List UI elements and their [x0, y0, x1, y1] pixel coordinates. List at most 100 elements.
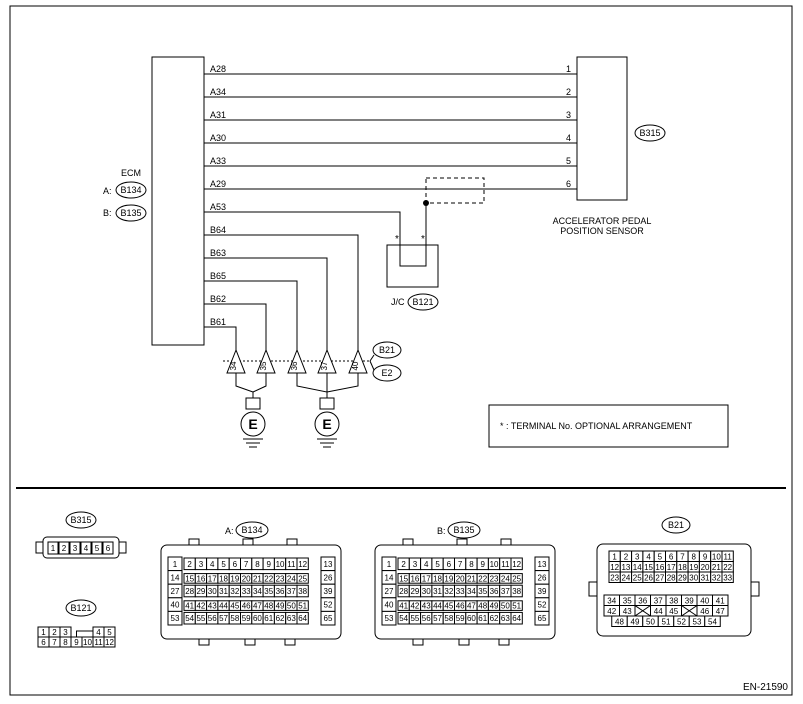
pin-number: 31 [433, 587, 442, 596]
b121-name: B121 [70, 603, 91, 613]
pin-number: 45 [444, 602, 453, 611]
pin-number: 56 [422, 614, 431, 623]
ground-pin: 35 [259, 361, 268, 370]
pin-cell [102, 541, 114, 555]
b315-latch-left [35, 541, 44, 554]
ground-symbol-2 [314, 411, 340, 437]
pin-cell [80, 541, 92, 555]
pin-number: 20 [456, 574, 465, 583]
ground-lead-3 [296, 373, 328, 398]
connector-tab [458, 638, 470, 646]
ecm-conn-a-oval [115, 181, 147, 199]
pin-number: 30 [689, 573, 698, 582]
pin-number: 5 [435, 560, 440, 569]
pin-number: 18 [219, 574, 228, 583]
pin-number: 51 [512, 602, 521, 611]
b21-name-oval [661, 516, 691, 534]
pin-number: 42 [410, 602, 419, 611]
pin-number: 51 [298, 602, 307, 611]
pin-number: 27 [655, 573, 664, 582]
pin-number: 14 [385, 573, 394, 582]
pin-number: 43 [422, 602, 431, 611]
ground-pin: 34 [229, 361, 238, 370]
pin-number: 19 [230, 574, 239, 583]
jc-conn-oval [407, 293, 439, 311]
pin-number: 60 [253, 614, 262, 623]
pin-number: 30 [422, 587, 431, 596]
pin-number: 39 [324, 587, 333, 596]
pin-number: 12 [512, 560, 521, 569]
wire-b64 [204, 234, 359, 350]
figure-id: EN-21590 [743, 682, 788, 693]
pin-number: 59 [242, 614, 251, 623]
pin-number: 65 [324, 614, 333, 623]
pin-number: 25 [298, 574, 307, 583]
pin-number: 2 [187, 560, 192, 569]
pin-number: 10 [712, 552, 721, 561]
pin-number: 11 [94, 638, 103, 647]
pin-number: 12 [105, 638, 114, 647]
wire-b65 [204, 280, 298, 350]
sensor-pin: 6 [566, 179, 571, 189]
pin-number: 48 [478, 602, 487, 611]
ecm-pin: A28 [210, 64, 226, 74]
pin-number: 46 [700, 607, 709, 616]
pin-cell [320, 610, 336, 626]
ground-conn2-oval [372, 364, 402, 382]
sensor-label-2: POSITION SENSOR [560, 226, 644, 236]
b135-prefix: B: [437, 526, 446, 536]
pin-cell [58, 541, 70, 555]
ecm-pin: B61 [210, 317, 226, 327]
connector-latch-right [750, 581, 760, 597]
pin-number: 15 [644, 563, 653, 572]
pin-number: 15 [185, 574, 194, 583]
ecm-pin: B65 [210, 271, 226, 281]
pin-number: 46 [242, 602, 251, 611]
pin-number: 7 [52, 638, 57, 647]
pin-cell [296, 600, 309, 611]
pin-number: 5 [221, 560, 226, 569]
pin-number: 11 [287, 560, 296, 569]
pin-number: 40 [700, 596, 709, 605]
sensor-conn-oval [634, 124, 666, 142]
pin-cell [69, 541, 81, 555]
pin-number: 35 [264, 587, 273, 596]
e2-leader [369, 360, 375, 371]
pin-number: 33 [723, 573, 732, 582]
pin-number: 34 [607, 596, 616, 605]
frame-border [9, 5, 793, 696]
b315-latch-right [118, 541, 127, 554]
jc-prefix: J/C [391, 297, 405, 307]
pin-number: 55 [410, 614, 419, 623]
pin-number: 42 [607, 607, 616, 616]
jc-star-2: * [421, 234, 425, 245]
pin-number: 9 [74, 638, 79, 647]
ground-pin: 40 [351, 361, 360, 370]
pin-number: 17 [667, 563, 676, 572]
pin-number: 65 [538, 614, 547, 623]
pin-number: 40 [385, 601, 394, 610]
pin-number: 38 [298, 587, 307, 596]
pin-cell [296, 557, 309, 571]
pin-number: 21 [712, 563, 721, 572]
pin-number: 18 [678, 563, 687, 572]
ground-conn1-oval [372, 341, 402, 359]
ecm-conn-b: B135 [120, 208, 141, 218]
pin-number: 53 [171, 614, 180, 623]
pin-number: 48 [264, 602, 273, 611]
ground-lug [319, 397, 335, 410]
pin-number: 13 [538, 560, 547, 569]
pin-number: 50 [501, 602, 510, 611]
pin-number: 28 [667, 573, 676, 582]
pin-number: 31 [219, 587, 228, 596]
pin-number: 49 [276, 602, 285, 611]
legend-text: * : TERMINAL No. OPTIONAL ARRANGEMENT [500, 421, 693, 431]
pin-number: 46 [456, 602, 465, 611]
pin-number: 59 [456, 614, 465, 623]
pin-cell [510, 611, 523, 625]
pin-number: 21 [253, 574, 262, 583]
